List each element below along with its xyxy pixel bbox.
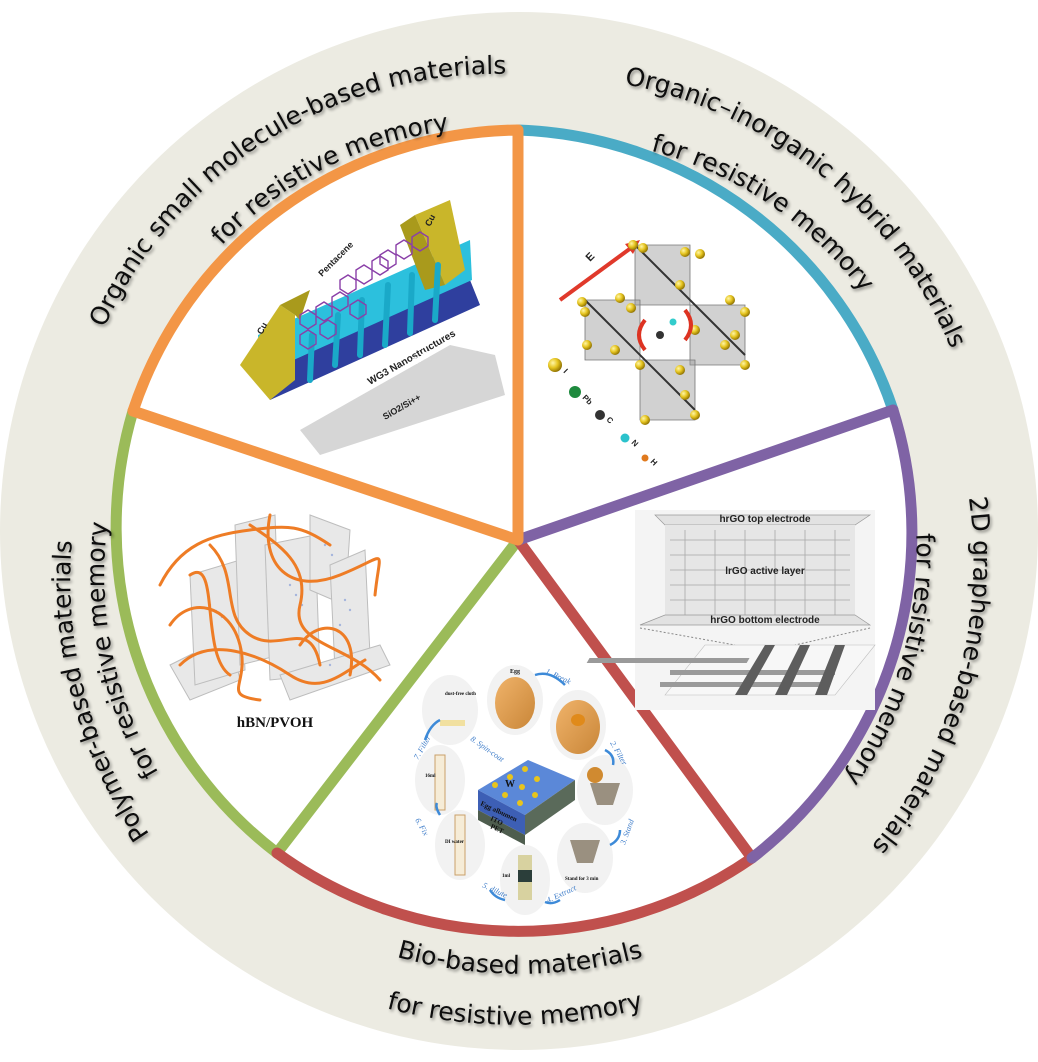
legend-carbon-ball-icon [595, 410, 605, 420]
photo-label-1ml: 1ml [502, 874, 511, 879]
legend-lead-ball-icon [569, 386, 581, 398]
figure-rgo-device: hrGO top electrode lrGO active layer hrG… [586, 510, 876, 710]
figure-hbn-pvoh: hBN/PVOH [158, 513, 391, 731]
border-organic-small [127, 124, 524, 546]
process-arrows [423, 672, 622, 905]
border-polymer [110, 405, 524, 859]
photo-label-cloth: dust-free cloth [445, 692, 476, 697]
caption-hbn-pvoh: hBN/PVOH [237, 715, 314, 731]
legend-iodine-ball-icon [548, 358, 562, 372]
atom-legend: I Pb C N H [548, 358, 659, 468]
legend-label-n: N [630, 438, 641, 449]
device-stack: W Egg albumen ITO PET [478, 760, 575, 845]
legend-label-c: C [605, 415, 616, 426]
photo-labels: Egg dust-free cloth 16ml DI water 1ml St… [425, 669, 599, 882]
legend-label-i: I [562, 367, 570, 375]
label-active-layer: lrGO active layer [725, 566, 805, 577]
label-cu-left: Cu [255, 321, 269, 336]
label-w-electrode: W [505, 779, 515, 790]
legend-hydrogen-ball-icon [641, 454, 649, 462]
border-hybrid [512, 124, 899, 416]
segment-borders [110, 124, 918, 937]
photo-label-di-water: DI water [445, 840, 465, 845]
cylinder-icon [454, 814, 466, 876]
legend-nitrogen-ball-icon [620, 433, 630, 443]
figure-perovskite: E I Pb C N [548, 240, 750, 468]
polymer-chains [158, 513, 382, 702]
figure-pentacene-device: Cu Cu Pentacene WG3 Nanostructures TMP S… [240, 200, 505, 455]
label-bottom-electrode: hrGO bottom electrode [710, 615, 820, 626]
broken-egg-icon [556, 700, 600, 754]
border-graphene [512, 404, 918, 864]
sector-bio [277, 540, 752, 932]
filter-funnel-icon [590, 783, 620, 805]
legend-label-h: H [649, 457, 660, 468]
label-cu-right: Cu [423, 213, 437, 228]
border-bio [271, 534, 758, 937]
photo-label-stand: Stand for 3 min [565, 877, 599, 882]
photo-label-egg: Egg [510, 669, 520, 675]
egg-icon [495, 677, 535, 729]
photo-label-16ml: 16ml [425, 774, 436, 779]
label-top-electrode: hrGO top electrode [719, 514, 811, 525]
process-photos [415, 665, 633, 915]
